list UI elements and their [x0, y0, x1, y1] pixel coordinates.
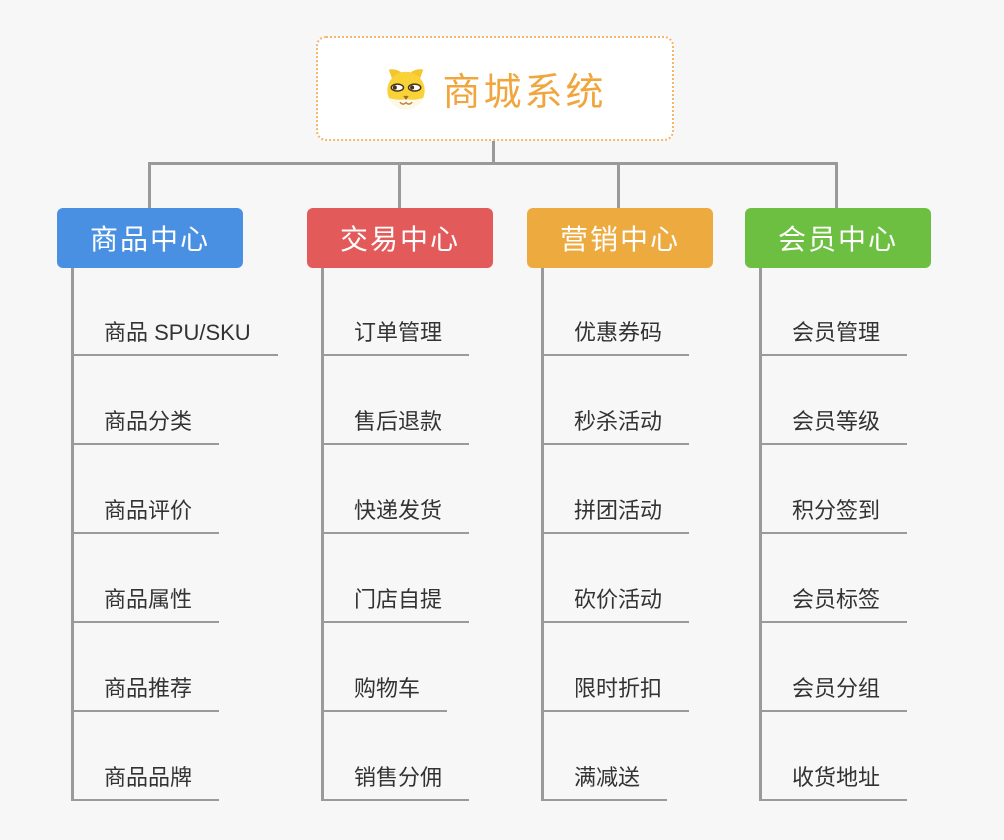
- leaf-item[interactable]: 收货地址: [759, 757, 908, 801]
- leaf-item[interactable]: 会员管理: [759, 312, 908, 356]
- leaf-item[interactable]: 商品品牌: [71, 757, 220, 801]
- leaf-item[interactable]: 商品评价: [71, 490, 220, 534]
- leaf-item[interactable]: 砍价活动: [541, 579, 690, 623]
- leaf-item[interactable]: 限时折扣: [541, 668, 690, 712]
- connector-trunk: [71, 268, 74, 801]
- branch-header-marketing-center[interactable]: 营销中心: [527, 208, 713, 268]
- leaf-item[interactable]: 门店自提: [321, 579, 470, 623]
- branch-header-trade-center[interactable]: 交易中心: [307, 208, 493, 268]
- connector-trunk: [541, 268, 544, 801]
- root-title: 商城系统: [442, 72, 607, 114]
- leaf-item[interactable]: 秒杀活动: [541, 401, 690, 445]
- connector-trunk: [759, 268, 762, 801]
- leaf-item[interactable]: 销售分佣: [321, 757, 470, 801]
- branch-header-product-center[interactable]: 商品中心: [57, 208, 243, 268]
- connector-root-stub: [492, 141, 495, 163]
- leaf-item[interactable]: 会员分组: [759, 668, 908, 712]
- leaf-item[interactable]: 商品属性: [71, 579, 220, 623]
- branch-header-member-center[interactable]: 会员中心: [745, 208, 931, 268]
- leaf-item[interactable]: 商品推荐: [71, 668, 220, 712]
- leaf-item[interactable]: 售后退款: [321, 401, 470, 445]
- connector-drop-marketing: [617, 164, 620, 209]
- connector-drop-trade: [398, 164, 401, 209]
- root-node[interactable]: 商城系统: [316, 36, 674, 141]
- connector-horizontal-bar: [148, 162, 838, 165]
- leaf-item[interactable]: 商品 SPU/SKU: [71, 312, 278, 356]
- dog-face-icon: [383, 66, 429, 112]
- leaf-item[interactable]: 商品分类: [71, 401, 220, 445]
- leaf-item[interactable]: 会员标签: [759, 579, 908, 623]
- leaf-item[interactable]: 购物车: [321, 668, 448, 712]
- connector-drop-member: [835, 164, 838, 209]
- connector-trunk: [321, 268, 324, 801]
- leaf-item[interactable]: 拼团活动: [541, 490, 690, 534]
- leaf-item[interactable]: 优惠券码: [541, 312, 690, 356]
- leaf-item[interactable]: 会员等级: [759, 401, 908, 445]
- connector-drop-product: [148, 164, 151, 209]
- leaf-item[interactable]: 积分签到: [759, 490, 908, 534]
- leaf-item[interactable]: 满减送: [541, 757, 668, 801]
- leaf-item[interactable]: 快递发货: [321, 490, 470, 534]
- leaf-item[interactable]: 订单管理: [321, 312, 470, 356]
